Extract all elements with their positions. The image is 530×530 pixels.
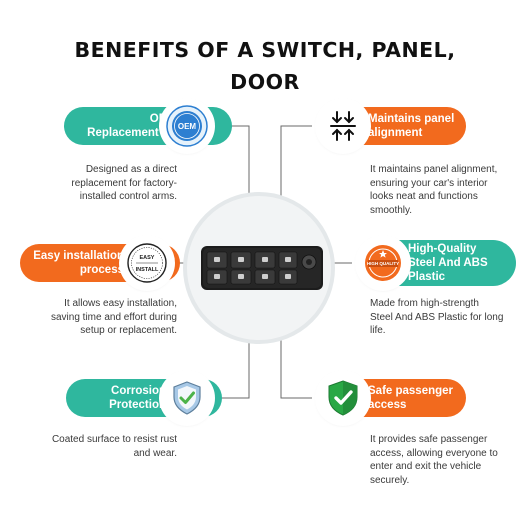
high-quality-seal-icon: HIGH QUALITY: [358, 238, 408, 288]
benefit-safety-desc: It provides safe passenger access, allow…: [370, 434, 498, 486]
alignment-arrows-icon: [318, 101, 368, 151]
svg-text:HIGH QUALITY: HIGH QUALITY: [367, 261, 399, 266]
benefit-oem-desc: Designed as a direct replacement for fac…: [71, 164, 177, 202]
easy-install-stamp-icon: EASY INSTALL: [122, 238, 172, 288]
benefit-alignment-title: Maintains panel alignment: [368, 113, 455, 139]
product-image-circle: [183, 192, 335, 344]
svg-text:EASY: EASY: [140, 255, 155, 261]
shield-check-icon: [162, 373, 212, 423]
title-line-1: BENEFITS OF A SWITCH, PANEL,: [74, 38, 456, 62]
window-switch-panel-image: [201, 246, 323, 290]
connector-safety: [280, 330, 312, 399]
benefit-corrosion-desc: Coated surface to resist rust and wear.: [51, 434, 177, 459]
benefit-alignment-desc: It maintains panel alignment, ensuring y…: [370, 164, 498, 216]
benefit-corrosion-title: Corrosion Protection: [109, 385, 166, 411]
svg-text:INSTALL: INSTALL: [136, 267, 159, 273]
oem-badge-icon: OEM: [162, 101, 212, 151]
connector-alignment: [280, 125, 312, 210]
benefit-quality-title: High-Quality Steel And ABS Plastic: [408, 243, 488, 283]
benefit-installation-desc: It allows easy installation, saving time…: [50, 298, 177, 336]
title-line-2: DOOR: [230, 70, 300, 94]
benefit-safety-title: Safe passenger access: [368, 385, 454, 411]
green-shield-check-icon: [318, 373, 368, 423]
svg-text:OEM: OEM: [178, 122, 197, 131]
connector-corrosion: [218, 330, 250, 399]
benefit-installation-title: Easy installation process: [33, 250, 124, 276]
page-title: BENEFITS OF A SWITCH, PANEL, DOOR: [0, 34, 530, 98]
benefit-quality-desc: Made from high-strength Steel And ABS Pl…: [370, 298, 504, 336]
